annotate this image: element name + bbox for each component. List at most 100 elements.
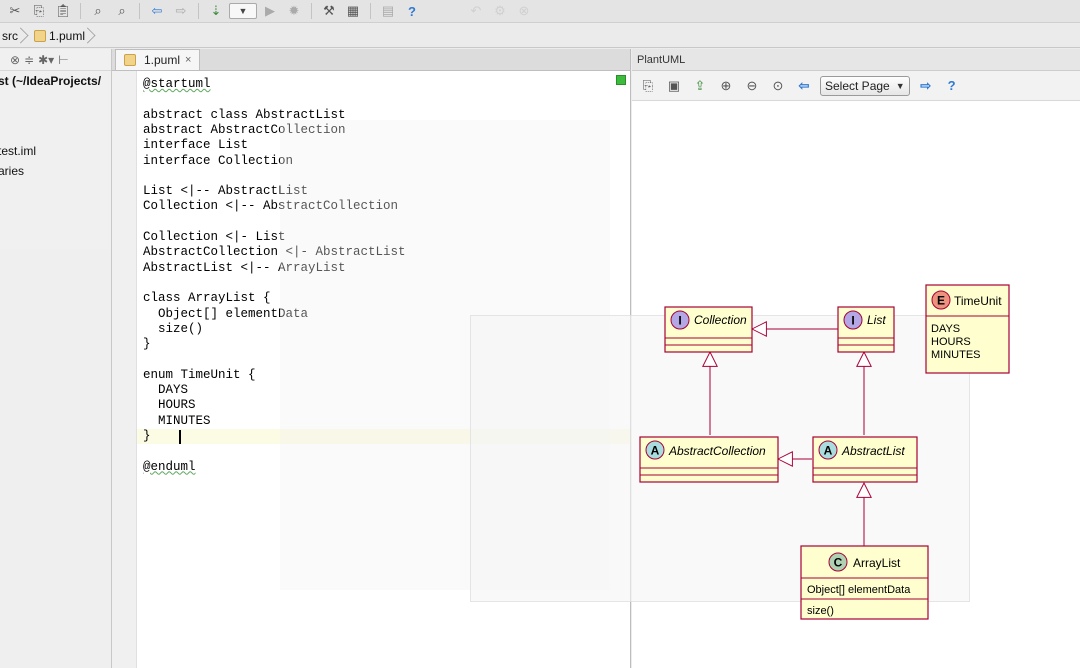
- class-name: List: [867, 313, 886, 327]
- inheritance-arrows: [710, 329, 864, 546]
- arraylist-class-box[interactable]: C ArrayList Object[] elementData size(): [800, 545, 929, 620]
- help-icon[interactable]: ?: [408, 3, 416, 19]
- code-line: Collection <|- List: [143, 230, 286, 244]
- text-caret: [179, 429, 181, 444]
- select-page-label: Select Page: [825, 78, 890, 93]
- export-icon[interactable]: ⇪: [694, 77, 706, 93]
- project-tree-item-libraries[interactable]: aries: [0, 164, 25, 178]
- chevron-down-icon: ▼: [895, 80, 905, 91]
- hide-panel-icon[interactable]: ⊢: [58, 52, 69, 67]
- copy-icon[interactable]: ⎘: [642, 77, 654, 93]
- code-line: AbstractList <|-- ArrayList: [143, 260, 346, 275]
- project-tree-item-iml[interactable]: test.iml: [0, 144, 37, 158]
- code-line: size(): [143, 321, 204, 336]
- class-name: AbstractCollection: [668, 444, 766, 458]
- stereotype-letter: A: [824, 444, 833, 458]
- toolbar-divider: [198, 3, 199, 19]
- class-name: TimeUnit: [954, 294, 1002, 308]
- code-line: MINUTES: [143, 413, 211, 428]
- stereotype-letter: I: [678, 314, 681, 328]
- enum-value: HOURS: [931, 336, 971, 348]
- zoom-actual-icon[interactable]: ⊙: [772, 77, 784, 93]
- project-faded-area: [0, 249, 111, 668]
- abstractlist-class-box[interactable]: A AbstractList: [812, 436, 918, 483]
- structure-icon[interactable]: ▦: [346, 3, 360, 18]
- gear-icon: ⚙: [494, 3, 506, 18]
- run-config-dropdown[interactable]: ▼: [229, 3, 257, 19]
- gear-icon[interactable]: ✱▾: [38, 52, 55, 67]
- code-line: @enduml: [143, 459, 196, 474]
- close-icon: ⊗: [518, 3, 530, 18]
- class-method: size(): [807, 605, 834, 617]
- code-line: }: [143, 428, 151, 443]
- class-name: ArrayList: [853, 556, 901, 570]
- code-line: Collection <|-- AbstractCollection: [143, 199, 399, 214]
- close-icon[interactable]: ×: [185, 54, 192, 66]
- next-page-icon[interactable]: ⇨: [920, 77, 932, 93]
- scroll-from-source-icon[interactable]: ≑: [24, 52, 35, 67]
- enum-value: MINUTES: [931, 349, 981, 361]
- enum-value: DAYS: [931, 323, 960, 335]
- plantuml-title: PlantUML: [632, 49, 1080, 71]
- paste-icon[interactable]: 📋︎: [54, 3, 72, 18]
- cut-icon[interactable]: ✂: [9, 3, 21, 18]
- class-field: Object[] elementData: [807, 584, 911, 596]
- list-class-box[interactable]: I List: [837, 306, 895, 353]
- find-icon[interactable]: ⌕: [94, 3, 102, 18]
- stereotype-letter: A: [651, 444, 660, 458]
- project-tree-item[interactable]: l: [0, 121, 111, 141]
- save-icon[interactable]: ▣: [667, 77, 681, 93]
- interface-badge-icon: [670, 310, 690, 330]
- back-icon[interactable]: ⇦: [151, 3, 163, 18]
- code-line: class ArrayList {: [143, 291, 271, 306]
- main-toolbar: ✂ ⎘ 📋︎ ⌕ ⌕ ⇦ ⇨ ⇣ ▼ ▶ ✹ ⚒ ▦ ▤ ? ↶ ⚙ ⊗: [0, 0, 1080, 23]
- toolbar-divider: [139, 3, 140, 19]
- chevron-down-icon: ▼: [238, 6, 248, 16]
- code-line: interface List: [143, 138, 249, 153]
- help-icon[interactable]: ?: [947, 78, 956, 93]
- code-line: HOURS: [143, 398, 196, 413]
- class-name: Collection: [694, 313, 747, 327]
- zoom-in-icon[interactable]: ⊕: [720, 77, 732, 93]
- code-line: interface Collection: [143, 153, 294, 168]
- copy-icon[interactable]: ⎘: [33, 3, 45, 18]
- undo-icon: ↶: [470, 3, 482, 18]
- abstract-badge-icon: [818, 440, 838, 460]
- settings-icon[interactable]: ⚒: [323, 3, 335, 18]
- replace-icon[interactable]: ⌕: [118, 3, 126, 18]
- code-line: DAYS: [143, 383, 189, 397]
- breadcrumb: src 1.puml: [0, 24, 1080, 48]
- breadcrumb-item-file[interactable]: 1.puml: [24, 25, 91, 47]
- tab-label: 1.puml: [144, 53, 181, 67]
- timeunit-enum-box[interactable]: E TimeUnit DAYS HOURS MINUTES: [925, 284, 1010, 374]
- enum-badge-icon: [931, 290, 951, 310]
- forward-icon[interactable]: ⇨: [175, 3, 187, 18]
- toolbar-divider: [311, 3, 312, 19]
- collection-class-box[interactable]: I Collection: [664, 306, 753, 353]
- stereotype-letter: C: [834, 556, 843, 570]
- breadcrumb-item-src[interactable]: src: [0, 25, 24, 47]
- abstract-badge-icon: [645, 440, 665, 460]
- collapse-icon[interactable]: ⊗: [10, 52, 21, 67]
- stereotype-letter: E: [937, 294, 945, 308]
- abstractcollection-class-box[interactable]: A AbstractCollection: [639, 436, 779, 483]
- puml-file-icon: [34, 29, 46, 42]
- class-name: AbstractList: [841, 444, 905, 458]
- code-line: AbstractCollection <|- AbstractList: [143, 245, 406, 260]
- previous-page-icon[interactable]: ⇦: [798, 77, 810, 93]
- tab-1-puml[interactable]: 1.puml ×: [115, 49, 201, 70]
- code-line: List <|-- AbstractList: [143, 184, 309, 199]
- code-line: abstract class AbstractList: [143, 107, 346, 122]
- stereotype-letter: I: [851, 314, 854, 328]
- code-line: }: [143, 337, 151, 352]
- run-icon[interactable]: ▶: [265, 3, 275, 18]
- sdk-icon[interactable]: ▤: [381, 3, 395, 18]
- zoom-out-icon[interactable]: ⊖: [746, 77, 758, 93]
- plantuml-toolbar: ⎘ ▣ ⇪ ⊕ ⊖ ⊙ ⇦ Select Page ▼ ⇨ ?: [632, 71, 1080, 101]
- select-page-dropdown[interactable]: Select Page ▼: [820, 75, 910, 96]
- build-icon[interactable]: ⇣: [210, 3, 222, 18]
- puml-file-icon: [124, 54, 136, 66]
- project-root-item[interactable]: st (~/IdeaProjects/: [0, 74, 102, 88]
- debug-icon[interactable]: ✹: [288, 3, 300, 18]
